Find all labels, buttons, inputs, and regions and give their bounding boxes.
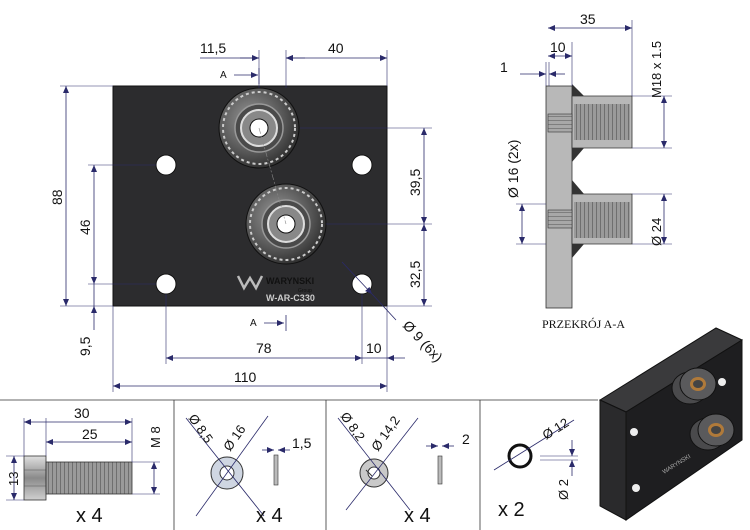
dim-88: 88 bbox=[49, 189, 65, 205]
spring-washer-qty: x 4 bbox=[404, 505, 431, 527]
dim-78: 78 bbox=[256, 340, 272, 356]
bolt-dim-30: 30 bbox=[74, 405, 90, 421]
dim-10: 10 bbox=[366, 340, 382, 356]
dim-32-5: 32,5 bbox=[407, 261, 423, 288]
bolt-qty: x 4 bbox=[76, 505, 103, 527]
section-view: 35 10 1 M18 x 1.5 Ø 24 Ø 16 (2x) PRZEKRÓ… bbox=[500, 11, 672, 331]
thread-top bbox=[574, 104, 630, 140]
mount-hole bbox=[351, 154, 373, 176]
bolt-dim-13: 13 bbox=[6, 472, 21, 486]
section-caption: PRZEKRÓJ A-A bbox=[542, 317, 625, 331]
svg-text:Group: Group bbox=[298, 288, 312, 294]
o-ring-dim-outer: Ø 12 bbox=[540, 415, 572, 443]
isometric-render: WARYNSKI bbox=[598, 327, 744, 521]
section-dim-1: 1 bbox=[500, 59, 508, 75]
o-ring-qty: x 2 bbox=[498, 499, 525, 521]
section-dim-boss: Ø 16 (2x) bbox=[505, 140, 521, 198]
part-washer: Ø 8,5 Ø 16 1,5 x 4 bbox=[186, 411, 312, 527]
bolt-dim-25: 25 bbox=[82, 426, 98, 442]
dim-39-5: 39,5 bbox=[407, 169, 423, 196]
part-code: W-AR-C330 bbox=[266, 293, 315, 303]
spring-washer-dim-outer: Ø 14,2 bbox=[368, 413, 403, 454]
washer-dim-inner: Ø 8,5 bbox=[186, 411, 217, 446]
washer-qty: x 4 bbox=[256, 505, 283, 527]
dim-9-5: 9,5 bbox=[77, 336, 93, 356]
spring-washer-dim-inner: Ø 8,2 bbox=[338, 409, 369, 444]
section-mark-top: A bbox=[220, 70, 227, 81]
o-ring-dim-section: Ø 2 bbox=[556, 479, 571, 500]
brand-logo: WARYNSKI Group bbox=[236, 275, 314, 294]
dim-11-5: 11,5 bbox=[200, 40, 226, 56]
dim-holes: Ø 9 (6x) bbox=[400, 317, 446, 365]
dim-110: 110 bbox=[234, 369, 257, 385]
section-mark-bottom: A bbox=[250, 318, 257, 329]
front-view: WARYNSKI Group W-AR-C330 11,5 40 A A 88 … bbox=[49, 40, 446, 392]
spring-washer-dim-thickness: 2 bbox=[462, 431, 470, 447]
mount-hole bbox=[155, 154, 177, 176]
thread-bottom bbox=[574, 202, 630, 238]
dim-46: 46 bbox=[77, 219, 93, 235]
section-dim-24: Ø 24 bbox=[649, 218, 664, 246]
part-spring-washer: Ø 8,2 Ø 14,2 2 x 4 bbox=[338, 409, 470, 527]
bolt-dim-m8: M 8 bbox=[148, 426, 163, 448]
section-dim-10: 10 bbox=[550, 39, 566, 55]
dim-40: 40 bbox=[328, 40, 344, 56]
section-dim-thread: M18 x 1.5 bbox=[649, 41, 664, 98]
part-bolt: 30 25 M 8 13 x 4 bbox=[6, 405, 163, 527]
part-o-ring: Ø 12 Ø 2 x 2 bbox=[493, 415, 578, 521]
section-dim-35: 35 bbox=[580, 11, 596, 27]
mount-hole bbox=[155, 273, 177, 295]
svg-text:WARYNSKI: WARYNSKI bbox=[266, 276, 314, 286]
washer-dim-thickness: 1,5 bbox=[292, 435, 312, 451]
